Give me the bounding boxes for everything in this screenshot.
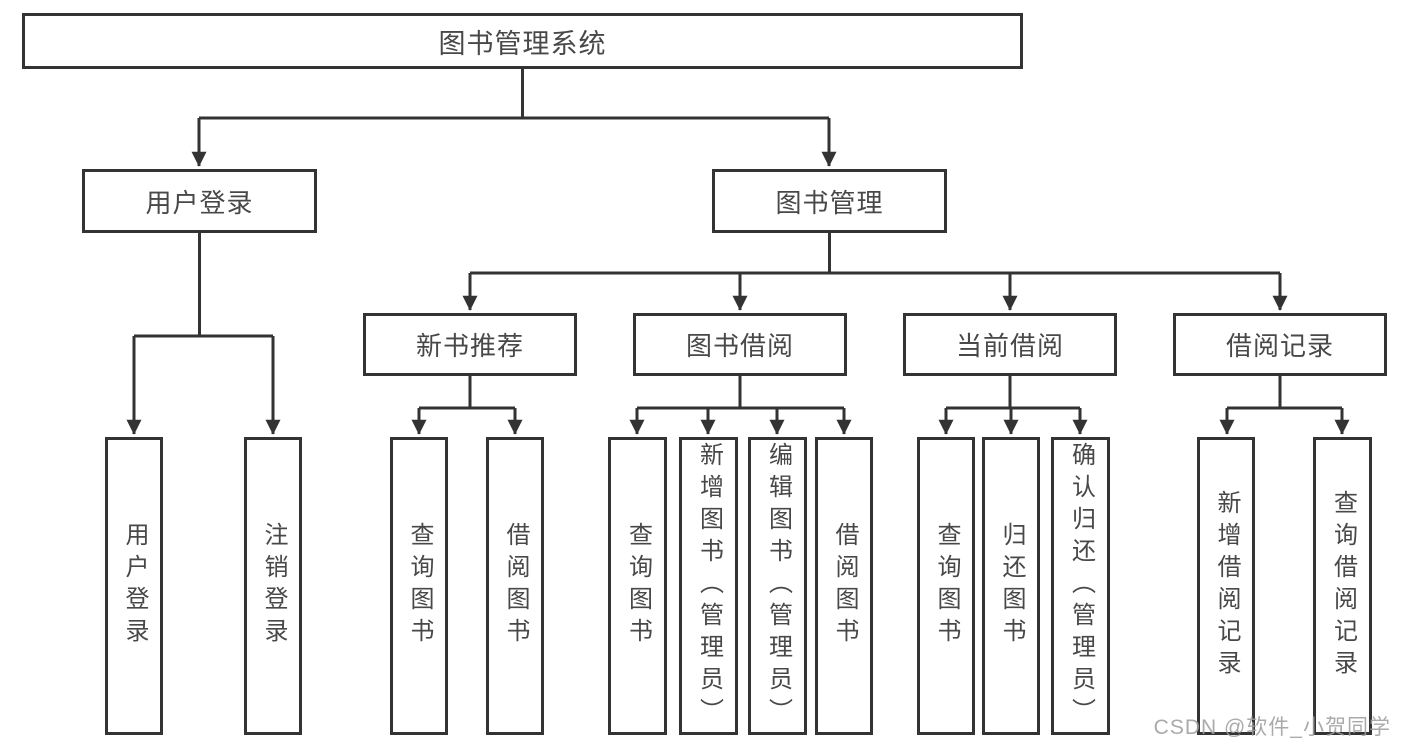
- leaf-query-books-3: 查询图书: [917, 437, 975, 735]
- node-label: 确认归还（管理员）: [1067, 442, 1095, 730]
- node-user-login: 用户登录: [82, 169, 317, 233]
- node-current-borrowing: 当前借阅: [903, 313, 1117, 376]
- node-book-borrowing: 图书借阅: [633, 313, 847, 376]
- node-library-management-system: 图书管理系统: [22, 13, 1023, 69]
- node-label: 借阅记录: [1225, 331, 1334, 361]
- leaf-add-books-admin: 新增图书（管理员）: [679, 437, 738, 735]
- node-new-book-recommendation: 新书推荐: [363, 313, 577, 376]
- leaf-borrow-books-1: 借阅图书: [486, 437, 544, 735]
- node-borrowing-records: 借阅记录: [1173, 313, 1387, 376]
- node-label: 新增借阅记录: [1213, 490, 1240, 682]
- leaf-confirm-return-admin: 确认归还（管理员）: [1051, 437, 1110, 735]
- connector-book-borrowing-to-leaves: [629, 376, 852, 435]
- node-label: 借阅图书: [502, 522, 529, 650]
- node-label: 查询图书: [933, 522, 960, 650]
- node-label: 查询图书: [624, 522, 652, 650]
- node-label: 用户登录: [145, 187, 254, 218]
- node-label: 图书管理系统: [438, 28, 607, 59]
- connector-book-management-to-level3: [462, 233, 1288, 311]
- leaf-return-books: 归还图书: [982, 437, 1040, 735]
- connector-current-borrowing-to-leaves: [938, 376, 1088, 435]
- node-label: 归还图书: [998, 522, 1025, 650]
- node-label: 图书借阅: [685, 331, 794, 361]
- node-label: 查询借阅记录: [1329, 490, 1357, 682]
- leaf-add-borrow-record: 新增借阅记录: [1197, 437, 1255, 735]
- node-label: 借阅图书: [831, 522, 858, 650]
- node-label: 新书推荐: [415, 331, 524, 361]
- leaf-borrow-books-2: 借阅图书: [815, 437, 873, 735]
- csdn-watermark: CSDN @软件_小贺同学: [1153, 716, 1391, 739]
- node-book-management: 图书管理: [712, 169, 947, 233]
- node-label: 当前借阅: [955, 331, 1064, 361]
- connector-borrowing-records-to-leaves: [1219, 376, 1350, 435]
- connector-user-login-to-leaves: [126, 233, 281, 435]
- leaf-query-borrow-record: 查询借阅记录: [1313, 437, 1372, 735]
- leaf-logout: 注销登录: [244, 437, 302, 735]
- node-label: 查询图书: [406, 522, 433, 650]
- node-label: 注销登录: [260, 522, 287, 650]
- node-label: 图书管理: [775, 187, 884, 218]
- leaf-query-books-2: 查询图书: [608, 437, 667, 735]
- leaf-edit-books-admin: 编辑图书（管理员）: [748, 437, 807, 735]
- connector-root-to-level2: [191, 69, 837, 167]
- node-label: 用户登录: [121, 522, 148, 650]
- connector-new-book-recommendation-to-leaves: [411, 376, 523, 435]
- node-label: 新增图书（管理员）: [695, 442, 723, 730]
- leaf-query-books-1: 查询图书: [390, 437, 448, 735]
- node-label: 编辑图书（管理员）: [764, 442, 792, 730]
- leaf-user-login: 用户登录: [105, 437, 163, 735]
